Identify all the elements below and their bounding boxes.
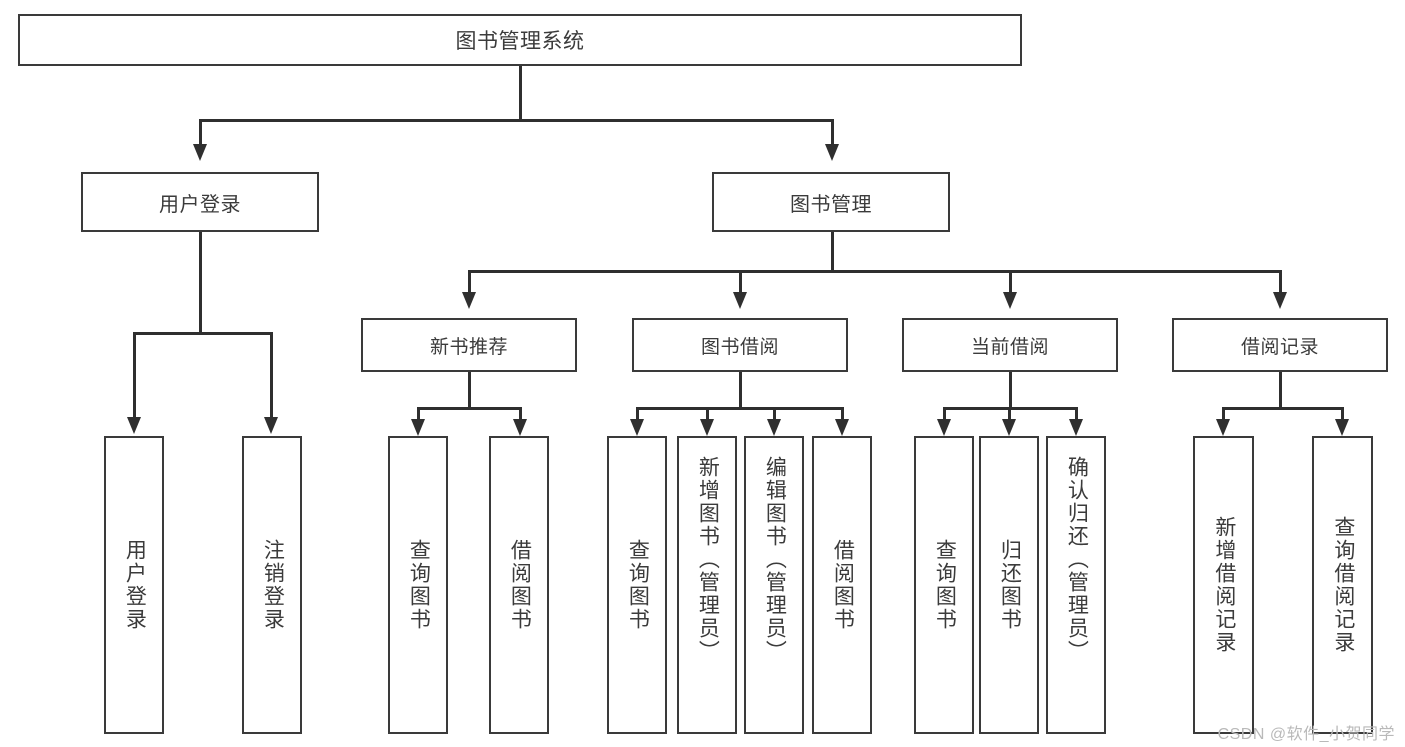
leaf-label: 借阅图书 bbox=[831, 539, 855, 631]
connector-userlogin-drop-2 bbox=[270, 332, 273, 419]
arrowhead-currentborrow-2 bbox=[1002, 419, 1016, 436]
connector-borrowrecord-stem bbox=[1279, 372, 1282, 409]
connector-newbook-bus bbox=[417, 407, 522, 410]
leaf-borrow-book-recommend[interactable]: 借阅图书 bbox=[489, 436, 549, 734]
arrowhead-newbook-1 bbox=[411, 419, 425, 436]
connector-level1-drop-1 bbox=[199, 119, 202, 146]
connector-borrowrecord-drop-2 bbox=[1341, 407, 1344, 421]
arrowhead-bookborrow-3 bbox=[767, 419, 781, 436]
node-new-book-recommend[interactable]: 新书推荐 bbox=[361, 318, 577, 372]
leaf-add-borrow-record[interactable]: 新增借阅记录 bbox=[1193, 436, 1254, 734]
connector-level2-drop-1 bbox=[468, 270, 471, 294]
leaf-query-borrow-record[interactable]: 查询借阅记录 bbox=[1312, 436, 1373, 734]
leaf-label: 查询图书 bbox=[407, 539, 431, 631]
leaf-confirm-return-admin[interactable]: 确认归还（管理员） bbox=[1046, 436, 1106, 734]
arrowhead-level2-2 bbox=[733, 292, 747, 309]
connector-userlogin-drop-1 bbox=[133, 332, 136, 419]
arrowhead-userlogin-2 bbox=[264, 417, 278, 434]
arrowhead-currentborrow-3 bbox=[1069, 419, 1083, 436]
node-label: 用户登录 bbox=[159, 193, 241, 216]
connector-level2-drop-3 bbox=[1009, 270, 1012, 294]
connector-newbook-stem bbox=[468, 372, 471, 409]
leaf-return-book[interactable]: 归还图书 bbox=[979, 436, 1039, 734]
arrowhead-borrowrecord-1 bbox=[1216, 419, 1230, 436]
leaf-label: 注销登录 bbox=[261, 539, 285, 631]
connector-currentborrow-stem bbox=[1009, 372, 1012, 409]
connector-borrowrecord-bus bbox=[1222, 407, 1343, 410]
connector-level2-drop-4 bbox=[1279, 270, 1282, 294]
node-label: 图书管理 bbox=[790, 193, 872, 216]
connector-currentborrow-drop-3 bbox=[1075, 407, 1078, 421]
connector-newbook-drop-2 bbox=[519, 407, 522, 421]
node-label: 图书管理系统 bbox=[455, 30, 585, 53]
leaf-label: 借阅图书 bbox=[508, 539, 532, 631]
arrowhead-userlogin-1 bbox=[127, 417, 141, 434]
leaf-query-book-borrow[interactable]: 查询图书 bbox=[607, 436, 667, 734]
connector-newbook-drop-1 bbox=[417, 407, 420, 421]
connector-bookborrow-stem bbox=[739, 372, 742, 409]
node-label: 当前借阅 bbox=[970, 336, 1049, 358]
leaf-user-login[interactable]: 用户登录 bbox=[104, 436, 164, 734]
connector-bookborrow-drop-2 bbox=[706, 407, 709, 421]
node-current-borrow[interactable]: 当前借阅 bbox=[902, 318, 1118, 372]
node-label: 新书推荐 bbox=[429, 336, 508, 358]
arrowhead-level2-4 bbox=[1273, 292, 1287, 309]
connector-currentborrow-drop-1 bbox=[943, 407, 946, 421]
leaf-label: 新增借阅记录 bbox=[1212, 516, 1236, 654]
leaf-query-book-recommend[interactable]: 查询图书 bbox=[388, 436, 448, 734]
leaf-query-book-current[interactable]: 查询图书 bbox=[914, 436, 974, 734]
arrowhead-level2-3 bbox=[1003, 292, 1017, 309]
leaf-label: 查询图书 bbox=[933, 539, 957, 631]
node-borrow-record[interactable]: 借阅记录 bbox=[1172, 318, 1388, 372]
leaf-label: 查询借阅记录 bbox=[1331, 516, 1355, 654]
arrowhead-level1-2 bbox=[825, 144, 839, 161]
connector-bookborrow-drop-1 bbox=[636, 407, 639, 421]
node-root-system[interactable]: 图书管理系统 bbox=[18, 14, 1022, 66]
leaf-edit-book-admin[interactable]: 编辑图书（管理员） bbox=[744, 436, 804, 734]
connector-bookborrow-drop-3 bbox=[773, 407, 776, 421]
node-book-borrow[interactable]: 图书借阅 bbox=[632, 318, 848, 372]
connector-level2-bus bbox=[468, 270, 1280, 273]
connector-currentborrow-drop-2 bbox=[1008, 407, 1011, 421]
connector-level1-drop-2 bbox=[831, 119, 834, 146]
leaf-logout-login[interactable]: 注销登录 bbox=[242, 436, 302, 734]
connector-userlogin-stem bbox=[199, 232, 202, 334]
node-label: 借阅记录 bbox=[1240, 336, 1319, 358]
node-label: 图书借阅 bbox=[700, 336, 779, 358]
arrowhead-bookborrow-2 bbox=[700, 419, 714, 436]
leaf-label: 新增图书（管理员） bbox=[696, 456, 720, 663]
arrowhead-level2-1 bbox=[462, 292, 476, 309]
node-user-login[interactable]: 用户登录 bbox=[81, 172, 319, 232]
connector-bookmgmt-stem bbox=[831, 232, 834, 272]
node-book-management[interactable]: 图书管理 bbox=[712, 172, 950, 232]
connector-level1-bus bbox=[199, 119, 833, 122]
leaf-label: 确认归还（管理员） bbox=[1065, 456, 1089, 663]
leaf-label: 查询图书 bbox=[626, 539, 650, 631]
arrowhead-currentborrow-1 bbox=[937, 419, 951, 436]
leaf-add-book-admin[interactable]: 新增图书（管理员） bbox=[677, 436, 737, 734]
watermark-text: CSDN @软件_小贺同学 bbox=[1217, 726, 1395, 743]
arrowhead-bookborrow-4 bbox=[835, 419, 849, 436]
leaf-label: 归还图书 bbox=[998, 539, 1022, 631]
connector-borrowrecord-drop-1 bbox=[1222, 407, 1225, 421]
connector-root-stem bbox=[519, 66, 522, 120]
leaf-borrow-book[interactable]: 借阅图书 bbox=[812, 436, 872, 734]
connector-bookborrow-bus bbox=[636, 407, 844, 410]
leaf-label: 用户登录 bbox=[123, 539, 147, 631]
arrowhead-bookborrow-1 bbox=[630, 419, 644, 436]
connector-userlogin-bus bbox=[133, 332, 272, 335]
arrowhead-newbook-2 bbox=[513, 419, 527, 436]
connector-bookborrow-drop-4 bbox=[841, 407, 844, 421]
arrowhead-borrowrecord-2 bbox=[1335, 419, 1349, 436]
arrowhead-level1-1 bbox=[193, 144, 207, 161]
leaf-label: 编辑图书（管理员） bbox=[763, 456, 787, 663]
connector-level2-drop-2 bbox=[739, 270, 742, 294]
